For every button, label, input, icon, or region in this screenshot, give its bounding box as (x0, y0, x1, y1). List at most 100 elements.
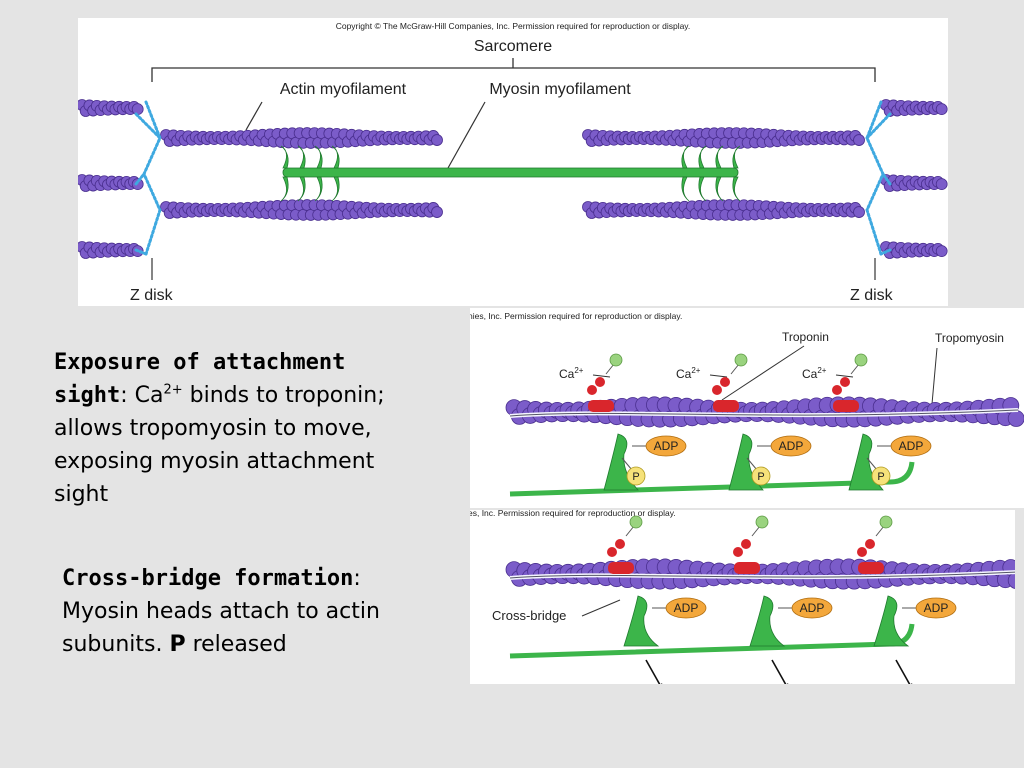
adp-molecule (915, 597, 957, 619)
z-disk-segment (134, 112, 162, 140)
myosin-head (623, 595, 660, 647)
sarcomere-copyright: Copyright © The McGraw-Hill Companies, I… (336, 21, 691, 31)
actin-bead (131, 103, 144, 116)
myosin-head (681, 145, 690, 169)
exposure-caption-line2: sight: Ca2+ binds to troponin; (54, 382, 385, 408)
calcium-link (751, 525, 761, 537)
actin-leader-line (245, 101, 263, 131)
exposure-caption-line4: exposing myosin attachment (54, 449, 375, 474)
calcium-leader-1 (592, 374, 611, 378)
actin-bead (853, 134, 865, 146)
phosphate-label: P (632, 471, 639, 483)
z-disk-segment (142, 100, 162, 256)
phosphate-link (621, 457, 633, 471)
myosin-head (715, 176, 724, 202)
calcium-leader-3 (835, 374, 854, 378)
actin-bead (935, 178, 948, 191)
crossbridge-diagram: es, Inc. Permission required for reprodu… (470, 510, 1015, 684)
svg-text:Ca2+: Ca2+ (559, 366, 584, 381)
troponin-bead (865, 539, 875, 549)
adp-label: ADP (674, 601, 699, 615)
myosin-head (715, 145, 724, 169)
troponin-complex (713, 400, 739, 412)
exposure-caption-heading-end: sight (54, 383, 121, 408)
troponin-bead (741, 539, 751, 549)
calcium-ion (755, 515, 769, 529)
sarcomere-diagram: Copyright © The McGraw-Hill Companies, I… (78, 21, 948, 304)
calcium-ion (629, 515, 643, 529)
release-arrow (645, 659, 661, 684)
myosin-head (297, 145, 306, 169)
actin-bead (1007, 410, 1024, 427)
exposure-diagram: nies, Inc. Permission required for repro… (470, 311, 1024, 497)
calcium-ion (609, 353, 623, 367)
myosin-head (749, 595, 786, 647)
sarcomere-figure: Copyright © The McGraw-Hill Companies, I… (78, 18, 948, 306)
adp-label: ADP (899, 439, 924, 453)
tropomyosin-strand (509, 570, 1015, 580)
z-disk-segment (865, 112, 892, 140)
adp-molecule (890, 435, 932, 457)
calcium-label-3: Ca2+ (802, 366, 827, 381)
crossbridge-leader (581, 599, 621, 617)
phosphate-molecule (626, 466, 646, 486)
actin-bead (1007, 572, 1015, 589)
tropomyosin-label: Tropomyosin (935, 331, 1004, 345)
myosin-myofilament-label: Myosin myofilament (489, 81, 631, 98)
phosphate-label: P (757, 471, 764, 483)
release-arrowhead (911, 683, 913, 684)
adp-label: ADP (800, 601, 825, 615)
crossbridge-copyright: es, Inc. Permission required for reprodu… (470, 510, 676, 518)
z-disk-segment (881, 172, 892, 186)
release-arrow (771, 659, 787, 684)
adp-molecule (665, 597, 707, 619)
actin-bead (935, 103, 948, 116)
actin-myofilament-label: Actin myofilament (280, 81, 407, 98)
troponin-bead (712, 385, 722, 395)
svg-text:Ca2+: Ca2+ (676, 366, 701, 381)
sarcomere-bracket (151, 67, 876, 82)
calcium-label-2: Ca2+ (676, 366, 701, 381)
phosphate-link (866, 457, 878, 471)
calcium-symbol: Ca (134, 383, 164, 408)
myosin-head (698, 145, 707, 169)
phosphate-molecule (751, 466, 771, 486)
zdisk-right-label: Z disk (850, 287, 894, 304)
sarcomere-title: Sarcomere (474, 38, 552, 55)
troponin-complexes (607, 515, 893, 574)
troponin-bead (720, 377, 730, 387)
actin-bead (431, 134, 443, 146)
troponin-complex (833, 400, 859, 412)
exposure-caption: Exposure of attachment sight: Ca2+ binds… (54, 346, 454, 511)
myosin-filament (280, 145, 741, 202)
troponin-complex (588, 400, 614, 412)
phosphate-link (746, 457, 758, 471)
exposure-copyright: nies, Inc. Permission required for repro… (470, 311, 682, 321)
exposure-caption-heading: Exposure of attachment (54, 350, 346, 375)
crossbridge-caption-line2: Myosin heads attach to actin (62, 599, 380, 624)
calcium-label-1: Ca2+ (559, 366, 584, 381)
calcium-ion (734, 353, 748, 367)
tropomyosin-outline (509, 571, 1015, 579)
z-disk-segment (134, 248, 148, 256)
troponin-bead (840, 377, 850, 387)
calcium-link (875, 525, 885, 537)
z-disk-segment (879, 248, 892, 256)
crossbridge-caption: Cross-bridge formation: Myosin heads att… (62, 562, 462, 661)
tropomyosin-strand (509, 408, 1019, 418)
troponin-label: Troponin (782, 330, 829, 344)
calcium-charge: 2+ (163, 382, 183, 398)
troponin-bead (733, 547, 743, 557)
exposure-caption-line5: sight (54, 482, 109, 507)
phosphate-label: P (877, 471, 884, 483)
troponin-bead (595, 377, 605, 387)
actin-bead (935, 245, 948, 258)
calcium-ion (879, 515, 893, 529)
troponin-complex (858, 562, 884, 574)
troponin-bead (832, 385, 842, 395)
myosin-leader-line (447, 101, 486, 169)
myosin-head (732, 176, 741, 202)
phosphate-molecule (871, 466, 891, 486)
troponin-complex (608, 562, 634, 574)
